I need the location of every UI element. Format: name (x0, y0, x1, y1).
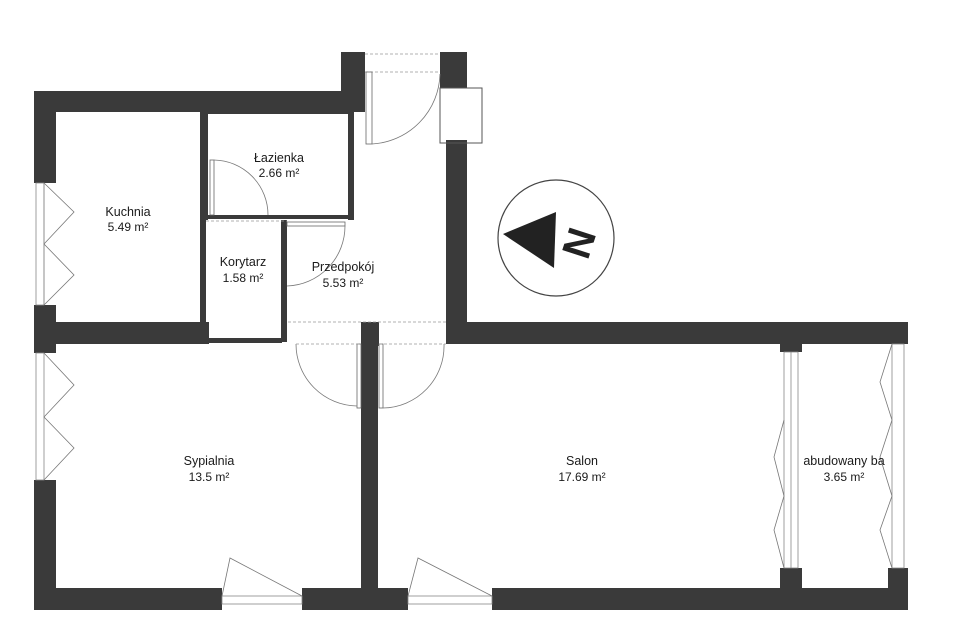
room-area-sypialnia: 13.5 m² (189, 470, 230, 484)
windows (35, 182, 905, 605)
doors (206, 71, 446, 409)
north-arrow-icon (503, 212, 556, 268)
room-area-kuchnia: 5.49 m² (108, 220, 149, 234)
room-name-kuchnia: Kuchnia (105, 205, 150, 219)
room-area-balkon: 3.65 m² (824, 470, 865, 484)
room-area-lazienka: 2.66 m² (259, 166, 300, 180)
room-name-balkon: abudowany ba (803, 454, 884, 468)
room-name-korytarz: Korytarz (220, 255, 267, 269)
room-area-przedpokoj: 5.53 m² (323, 276, 364, 290)
room-name-przedpokoj: Przedpokój (312, 260, 375, 274)
room-name-lazienka: Łazienka (254, 151, 304, 165)
room-name-salon: Salon (566, 454, 598, 468)
room-area-salon: 17.69 m² (558, 470, 605, 484)
room-area-korytarz: 1.58 m² (223, 271, 264, 285)
entrance-frame (287, 53, 483, 323)
room-labels: Kuchnia 5.49 m² Łazienka 2.66 m² Korytar… (105, 151, 884, 484)
compass: N (497, 179, 615, 297)
walls (34, 52, 908, 610)
room-name-sypialnia: Sypialnia (184, 454, 235, 468)
